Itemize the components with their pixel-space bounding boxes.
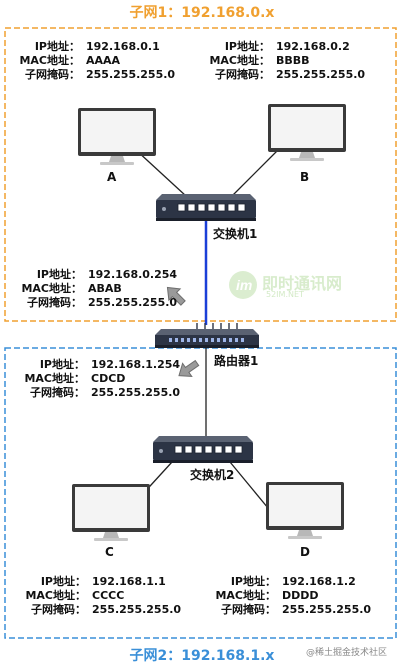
computer-icon	[72, 484, 150, 541]
router-icon	[155, 323, 259, 348]
watermark-logo-sub: 52IM.NET	[266, 290, 304, 299]
router-port2-info: IP地址： 192.168.1.254 MAC地址： CDCD 子网掩码： 255.2…	[0, 358, 180, 400]
arrow-icon	[166, 286, 186, 306]
switch-2	[153, 436, 253, 463]
ip-key: IP地址：	[36, 268, 82, 281]
mac-key: MAC地址：	[25, 589, 86, 602]
host-a-label: A	[107, 170, 117, 184]
mac-key: MAC地址：	[209, 54, 270, 67]
host-d-label: D	[300, 545, 310, 559]
switch1-label: 交换机1	[213, 227, 258, 241]
host-c-label: C	[105, 545, 114, 559]
ip-key: IP地址：	[40, 575, 86, 588]
host-b-ip: 192.168.0.2	[276, 40, 350, 53]
host-b-label: B	[300, 170, 310, 184]
subnet2-frame	[4, 347, 397, 639]
watermark-logo-mark	[229, 271, 257, 299]
ip-key: IP地址：	[34, 40, 80, 53]
ip-key: IP地址：	[230, 575, 276, 588]
mac-key: MAC地址：	[215, 589, 276, 602]
host-b-mask: 255.255.255.0	[276, 68, 366, 81]
router-port1-info: IP地址： 192.168.0.254 MAC地址： ABAB 子网掩码： 255.2…	[0, 268, 177, 310]
port2-mask: 255.255.255.0	[91, 386, 181, 399]
arrow-icon	[178, 359, 200, 378]
computer-icon	[78, 108, 156, 165]
mac-key: MAC地址：	[19, 54, 80, 67]
svg-text:im: im	[236, 277, 252, 293]
mask-key: 子网掩码：	[215, 68, 270, 81]
host-c-mac: CCCC	[92, 589, 125, 602]
link-b-switch1	[231, 149, 279, 197]
computer-b	[268, 104, 346, 161]
computer-a	[78, 108, 156, 165]
host-c-ip: 192.168.1.1	[92, 575, 166, 588]
host-d-mac: DDDD	[282, 589, 319, 602]
subnet2-title: 子网2：192.168.1.x	[129, 648, 275, 664]
mask-key: 子网掩码：	[25, 68, 80, 81]
mac-key: MAC地址：	[24, 372, 85, 385]
port1-mask: 255.255.255.0	[88, 296, 178, 309]
host-b-mac: BBBB	[276, 54, 310, 67]
ip-key: IP地址：	[39, 358, 85, 371]
host-c-info: IP地址： 192.168.1.1 MAC地址： CCCC 子网掩码： 255.255…	[0, 575, 181, 617]
host-a-ip: 192.168.0.1	[86, 40, 160, 53]
mask-key: 子网掩码：	[221, 603, 276, 616]
host-a-info: IP地址： 192.168.0.1 MAC地址： AAAA 子网掩码： 255.255…	[0, 40, 175, 82]
host-b-info: IP地址： 192.168.0.2 MAC地址： BBBB 子网掩码： 255.255…	[190, 40, 365, 82]
host-a-mask: 255.255.255.0	[86, 68, 176, 81]
link-d-switch2	[229, 461, 269, 509]
mask-key: 子网掩码：	[30, 386, 85, 399]
host-d-mask: 255.255.255.0	[282, 603, 372, 616]
router-1	[155, 323, 259, 348]
switch-icon	[156, 194, 256, 221]
arrow-to-port1-info	[166, 286, 186, 306]
mac-key: MAC地址：	[21, 282, 82, 295]
footer-watermark: @稀土掘金技术社区	[306, 648, 388, 658]
watermark-logo: im	[229, 271, 257, 299]
subnet1-title: 子网1：192.168.0.x	[129, 5, 275, 21]
watermark-logo-text: 即时通讯网	[262, 274, 343, 293]
switch-icon	[153, 436, 253, 463]
host-c-mask: 255.255.255.0	[92, 603, 182, 616]
host-d-info: IP地址： 192.168.1.2 MAC地址： DDDD 子网掩码： 255.255…	[196, 575, 371, 617]
computer-icon	[266, 482, 344, 539]
port2-ip: 192.168.1.254	[91, 358, 181, 371]
port1-ip: 192.168.0.254	[88, 268, 178, 281]
port1-mac: ABAB	[88, 282, 122, 295]
port2-mac: CDCD	[91, 372, 126, 385]
computer-icon	[268, 104, 346, 161]
host-d-ip: 192.168.1.2	[282, 575, 356, 588]
ip-key: IP地址：	[224, 40, 270, 53]
mask-key: 子网掩码：	[31, 603, 86, 616]
computer-d	[266, 482, 344, 539]
router-label: 路由器1	[214, 354, 259, 368]
link-a-switch1	[135, 149, 187, 197]
switch2-label: 交换机2	[190, 468, 235, 482]
arrow-to-port2-info	[178, 359, 200, 378]
mask-key: 子网掩码：	[27, 296, 82, 309]
switch-1	[156, 194, 256, 221]
host-a-mac: AAAA	[86, 54, 121, 67]
computer-c	[72, 484, 150, 541]
